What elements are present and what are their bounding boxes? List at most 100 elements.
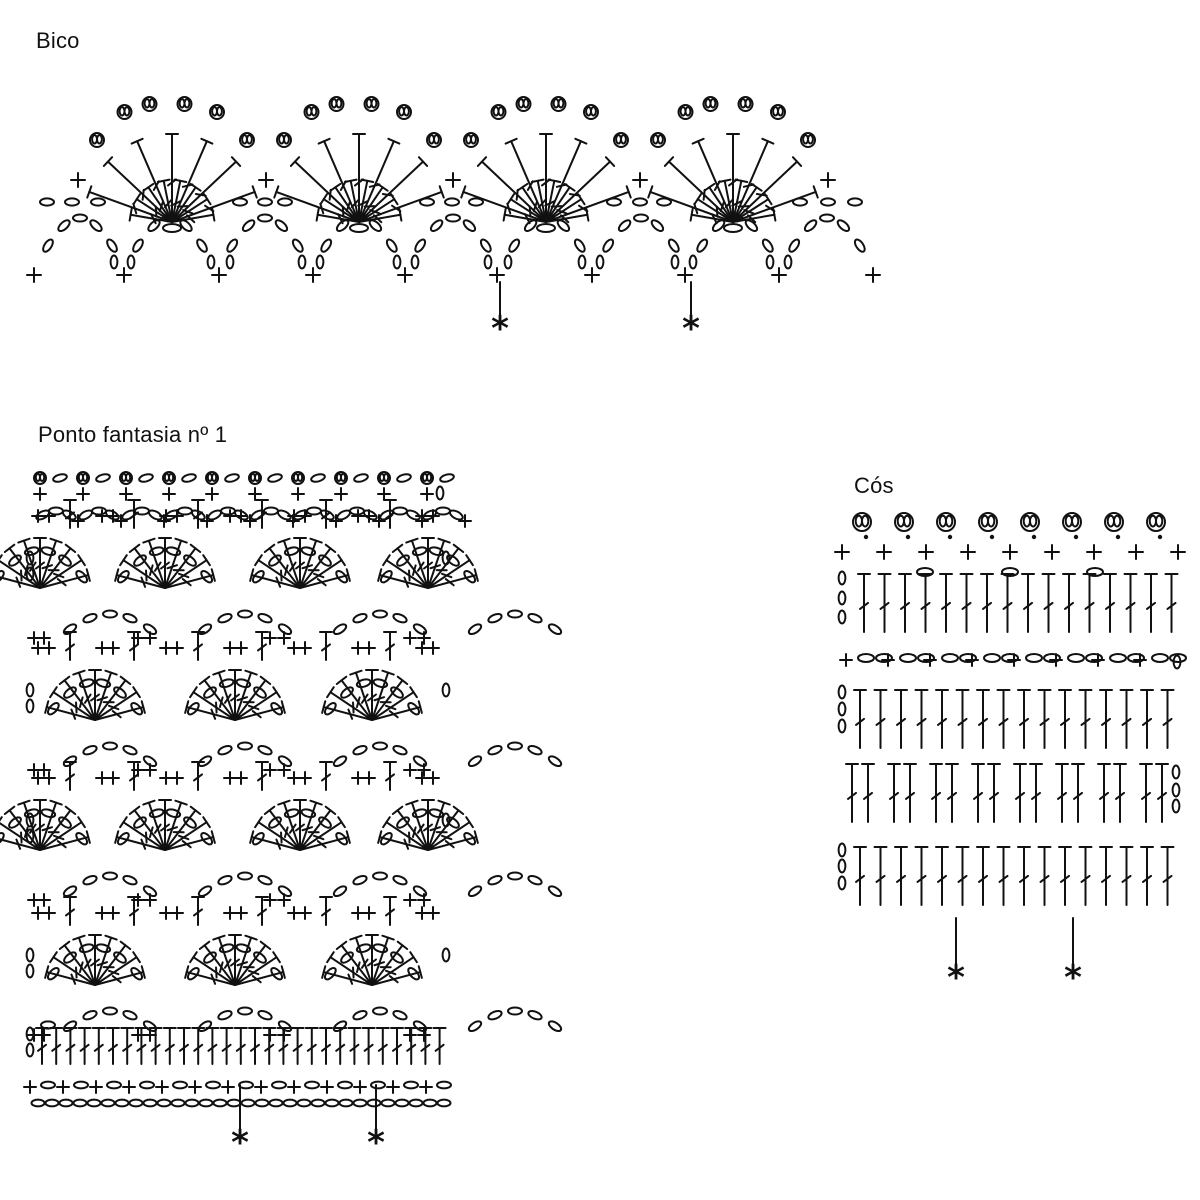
chain-stitch — [650, 219, 665, 232]
treble-stitch — [689, 207, 734, 225]
chain-stitch — [837, 590, 847, 606]
chain-stitch — [217, 875, 233, 886]
chain-stitch — [436, 1098, 452, 1108]
treble-stitch — [371, 951, 418, 986]
double-crochet-stitch — [304, 1027, 319, 1065]
chain-stitch — [102, 741, 118, 751]
double-crochet-stitch — [1103, 573, 1117, 633]
double-crochet-stitch — [935, 689, 949, 749]
chain-stitch — [507, 1006, 523, 1016]
chain-stitch — [75, 832, 89, 846]
double-crochet-stitch — [1071, 763, 1085, 823]
double-crochet-stitch — [1113, 763, 1127, 823]
single-crochet-stitch — [881, 653, 895, 667]
single-crochet-stitch — [426, 906, 440, 920]
double-crochet-stitch — [1013, 763, 1027, 823]
double-crochet-stitch — [1000, 573, 1015, 633]
single-crochet-stitch — [372, 514, 386, 528]
single-crochet-stitch — [397, 267, 413, 283]
chain-stitch — [8, 554, 22, 567]
double-crochet-stitch — [987, 763, 1001, 823]
double-crochet-stitch — [219, 1027, 234, 1065]
double-crochet-stitch — [939, 573, 953, 633]
chain-stitch — [916, 567, 934, 577]
start-marker: * — [367, 1084, 385, 1163]
chain-stitch — [468, 197, 484, 207]
single-crochet-stitch — [277, 1028, 291, 1042]
chain-stitch — [237, 609, 253, 619]
double-crochet-stitch — [853, 689, 867, 749]
single-crochet-stitch — [170, 906, 184, 920]
treble-stitch — [545, 137, 588, 223]
chain-stitch — [165, 808, 182, 819]
chain-stitch — [8, 816, 22, 829]
double-crochet-stitch — [1037, 846, 1052, 906]
chain-stitch — [390, 951, 404, 964]
chain-stitch — [959, 653, 977, 663]
svg-text:*: * — [491, 309, 509, 349]
treble-stitch — [647, 185, 734, 223]
double-crochet-stitch — [1078, 689, 1093, 749]
picot-stitch — [334, 471, 348, 485]
chain-stitch — [183, 554, 197, 567]
treble-stitch — [164, 805, 202, 851]
picot-stitch — [239, 132, 255, 148]
chain-stitch — [274, 219, 289, 232]
single-crochet-stitch — [1044, 544, 1060, 560]
chain-stitch — [372, 871, 388, 881]
chain-stitch — [109, 254, 119, 270]
single-crochet-stitch — [415, 514, 429, 528]
chain-stitch — [355, 943, 372, 954]
chain-stitch — [148, 808, 165, 819]
picot-stitch — [894, 512, 914, 532]
chain-stitch — [370, 1080, 386, 1090]
picot-dot — [1115, 534, 1121, 540]
chain-stitch — [251, 832, 265, 846]
double-crochet-stitch — [1155, 763, 1169, 823]
picot-dot — [947, 534, 953, 540]
treble-stitch — [184, 965, 236, 986]
picot-dot — [863, 534, 869, 540]
single-crochet-stitch — [76, 487, 90, 501]
picot-stitch — [583, 104, 599, 120]
treble-stitch — [212, 934, 236, 986]
picot-stitch — [515, 96, 532, 112]
single-crochet-stitch — [362, 641, 376, 655]
treble-stitch — [212, 669, 236, 721]
single-crochet-stitch — [188, 1080, 202, 1094]
double-crochet-stitch — [177, 1027, 191, 1065]
chain-stitch — [412, 755, 428, 768]
chain-stitch — [58, 816, 72, 829]
chain-stitch — [102, 1006, 118, 1016]
chain-stitch — [595, 254, 605, 270]
chain-stitch — [335, 570, 349, 584]
single-crochet-stitch — [106, 641, 120, 655]
single-crochet-stitch — [298, 641, 312, 655]
chain-stitch — [276, 509, 292, 521]
double-crochet-stitch — [1041, 573, 1056, 633]
single-crochet-stitch — [876, 544, 892, 560]
bico-title: Bico — [36, 28, 80, 53]
chain-stitch — [200, 570, 214, 584]
chain-stitch — [106, 1080, 122, 1090]
chain-stitch — [122, 745, 138, 756]
double-crochet-stitch — [77, 1027, 92, 1065]
chain-stitch — [448, 509, 464, 521]
single-crochet-stitch — [200, 514, 214, 528]
treble-stitch — [49, 951, 96, 986]
single-crochet-stitch — [37, 893, 51, 907]
chain-stitch — [148, 546, 165, 557]
double-crochet-stitch — [914, 689, 929, 749]
chain-stitch — [162, 213, 178, 223]
chain-stitch — [82, 613, 98, 624]
treble-stitch — [427, 568, 479, 589]
chain-stitch — [688, 254, 698, 270]
single-crochet-stitch — [205, 487, 219, 501]
treble-stitch — [358, 137, 401, 223]
chain-stitch — [82, 1010, 98, 1021]
double-crochet-stitch — [996, 846, 1011, 906]
chain-stitch — [441, 550, 451, 566]
treble-stitch — [421, 537, 435, 589]
single-crochet-stitch — [386, 1080, 400, 1094]
